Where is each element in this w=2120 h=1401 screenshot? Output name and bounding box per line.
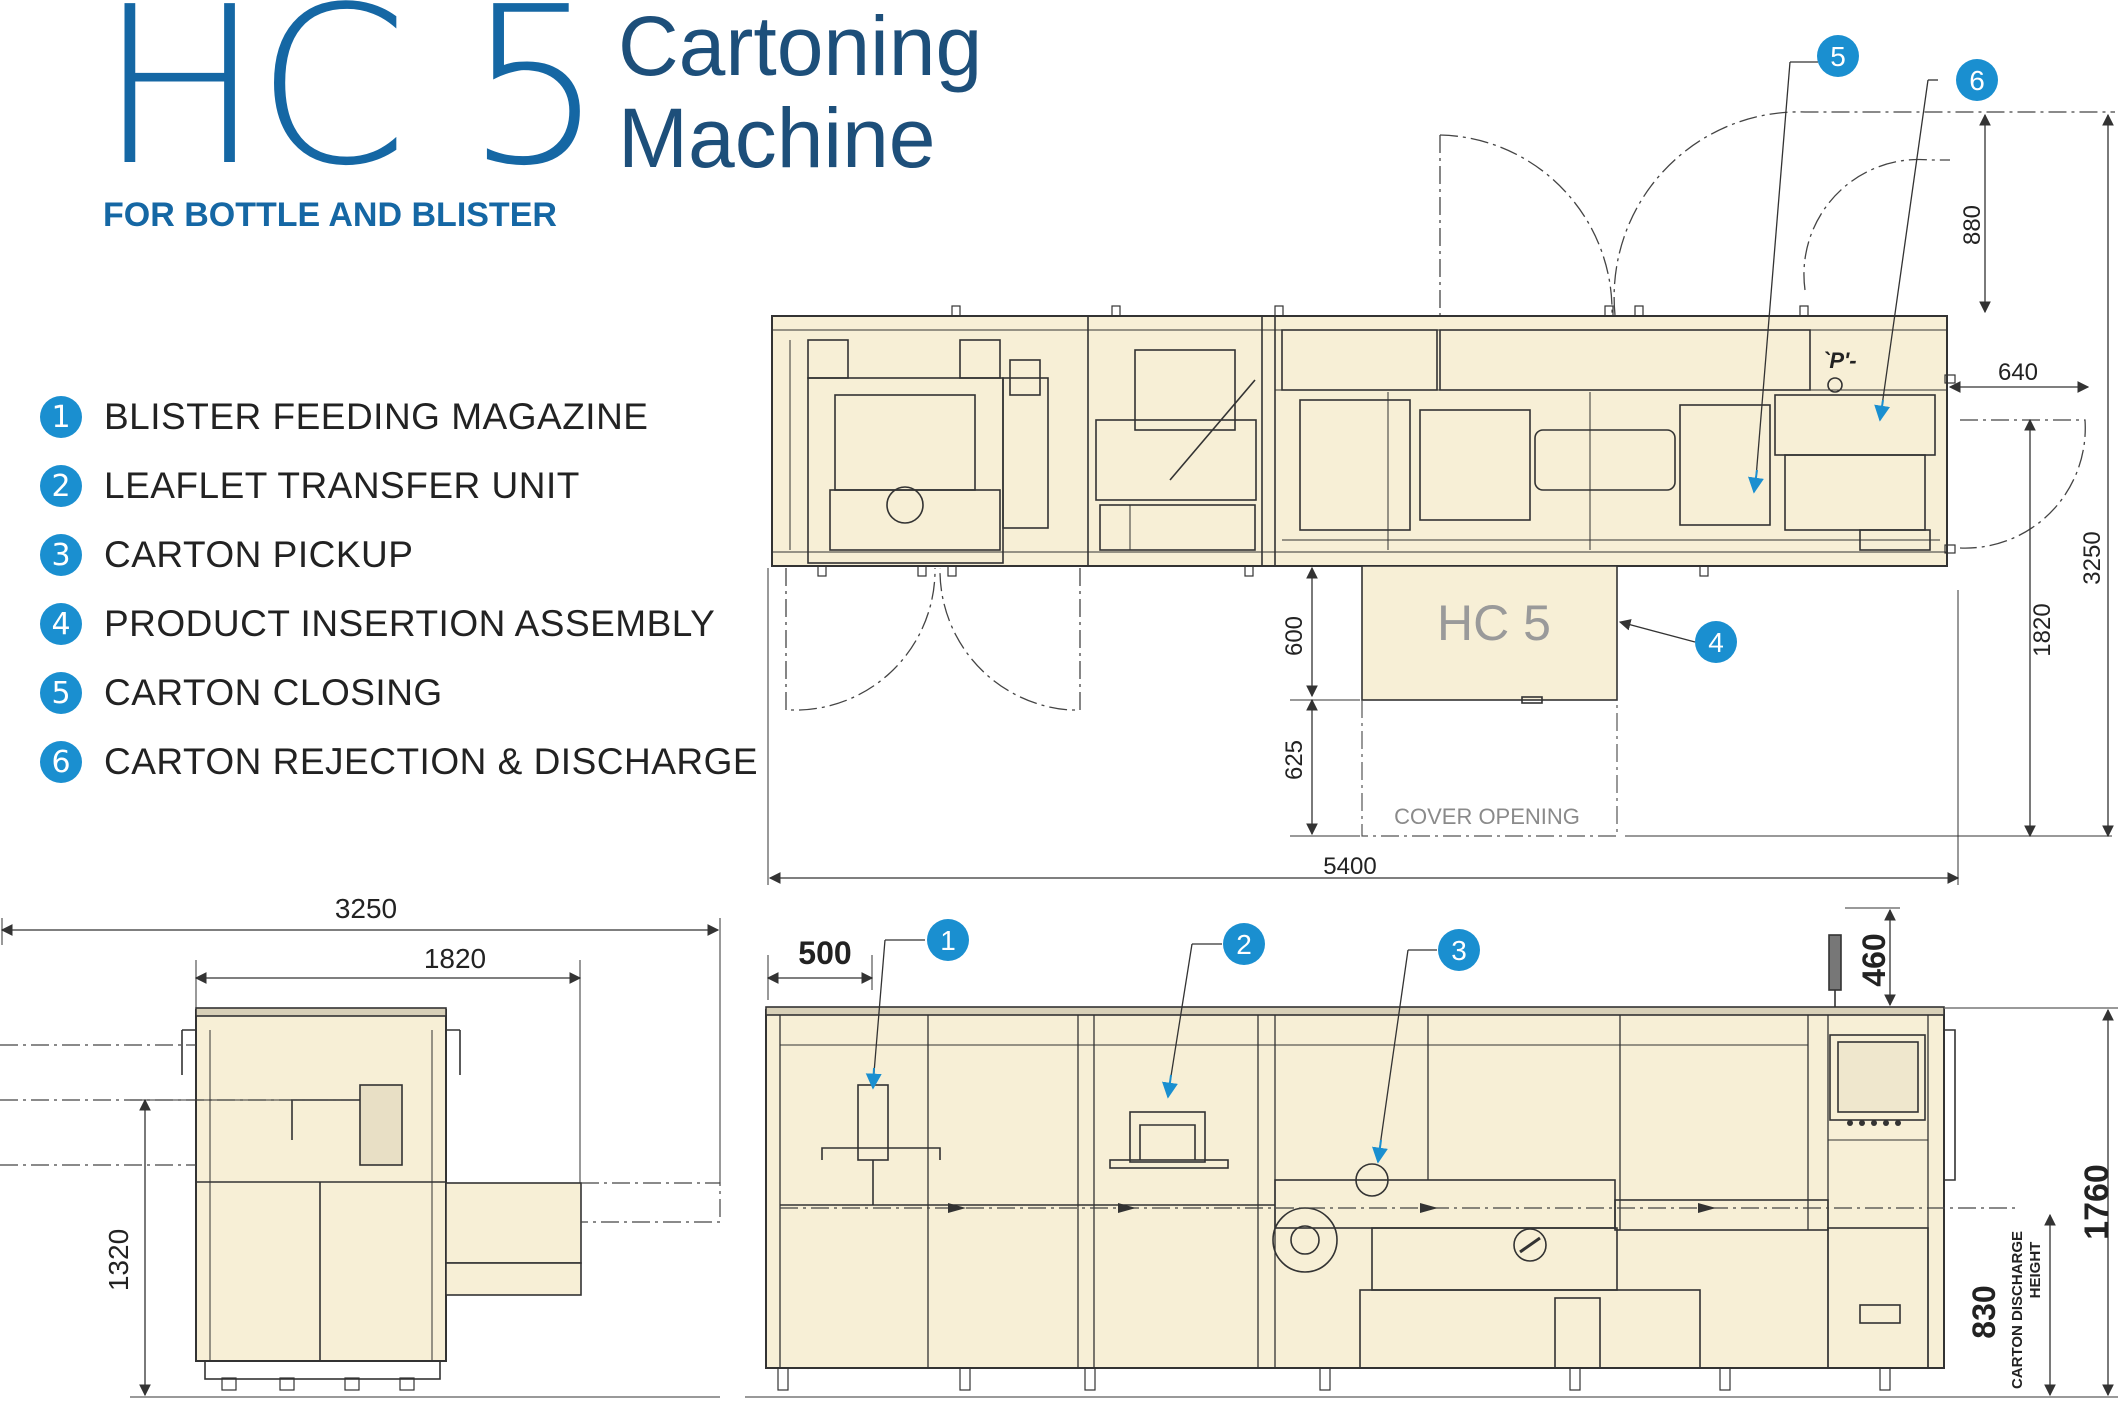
legend-label: CARTON CLOSING <box>104 672 443 713</box>
callout-2-number: 2 <box>1236 929 1252 960</box>
side-view-dimensions <box>0 918 721 1398</box>
callout-4-number: 4 <box>1708 627 1724 658</box>
number-badge-icon: 2 <box>40 465 82 507</box>
number-badge-icon: 5 <box>40 672 82 714</box>
dim-3250-top: 3250 <box>2079 531 2106 584</box>
dim-1820-side: 1820 <box>424 943 486 974</box>
callout-3-icon <box>1438 929 1480 971</box>
legend-label: BLISTER FEEDING MAGAZINE <box>104 396 649 437</box>
dim-640: 640 <box>1998 359 2038 386</box>
carton-discharge-label: CARTON DISCHARGE <box>2009 1231 2026 1389</box>
machine-label: HC 5 <box>1437 595 1551 651</box>
dim-625: 625 <box>1281 740 1308 780</box>
callout-1-icon <box>927 919 969 961</box>
callout-1-number: 1 <box>940 925 956 956</box>
dim-830: 830 <box>1966 1285 2002 1338</box>
dim-460: 460 <box>1856 933 1892 986</box>
title-line-1: Cartoning <box>618 0 983 93</box>
legend-item-3: 3 CARTON PICKUP <box>40 530 413 580</box>
tagline: FOR BOTTLE AND BLISTER <box>103 196 557 234</box>
callout-6-icon <box>1956 59 1998 101</box>
legend-item-6: 6 CARTON REJECTION & DISCHARGE <box>40 737 758 787</box>
side-view <box>0 1007 721 1391</box>
legend-item-2: 2 LEAFLET TRANSFER UNIT <box>40 461 580 511</box>
dim-5400: 5400 <box>1323 853 1376 880</box>
legend-label: PRODUCT INSERTION ASSEMBLY <box>104 603 716 644</box>
cover-opening-label: COVER OPENING <box>1394 804 1580 829</box>
number-badge-icon: 3 <box>40 534 82 576</box>
callout-4-icon <box>1695 621 1737 663</box>
callout-3-number: 3 <box>1451 935 1467 966</box>
number-badge-icon: 1 <box>40 396 82 438</box>
callout-5-number: 5 <box>1830 41 1846 72</box>
dim-3250-side: 3250 <box>335 893 397 924</box>
dim-1760: 1760 <box>2078 1164 2116 1240</box>
number-badge-icon: 6 <box>40 741 82 783</box>
title-line-2: Machine <box>618 91 936 185</box>
p-mark: `P'- <box>1822 348 1857 373</box>
dim-600: 600 <box>1281 616 1308 656</box>
carton-discharge-height-label: HEIGHT <box>2027 1242 2044 1299</box>
legend-item-4: 4 PRODUCT INSERTION ASSEMBLY <box>40 599 715 649</box>
legend-label: CARTON PICKUP <box>104 534 414 575</box>
callout-6-number: 6 <box>1969 65 1985 96</box>
dim-1320: 1320 <box>103 1229 134 1291</box>
callout-5-icon <box>1817 35 1859 77</box>
front-view <box>765 934 2015 1391</box>
dim-1820-top: 1820 <box>2029 603 2056 656</box>
callout-2-icon <box>1223 923 1265 965</box>
top-view <box>771 111 2115 837</box>
dim-500: 500 <box>798 935 851 971</box>
legend-item-5: 5 CARTON CLOSING <box>40 668 443 718</box>
front-view-dimensions <box>745 907 2118 1398</box>
dim-880: 880 <box>1959 205 1986 245</box>
legend-label: CARTON REJECTION & DISCHARGE <box>104 741 759 782</box>
top-view-dimensions <box>767 113 2114 885</box>
model-title: HC 5 <box>98 0 604 214</box>
legend-item-1: 1 BLISTER FEEDING MAGAZINE <box>40 392 648 442</box>
number-badge-icon: 4 <box>40 603 82 645</box>
legend-label: LEAFLET TRANSFER UNIT <box>104 465 580 506</box>
